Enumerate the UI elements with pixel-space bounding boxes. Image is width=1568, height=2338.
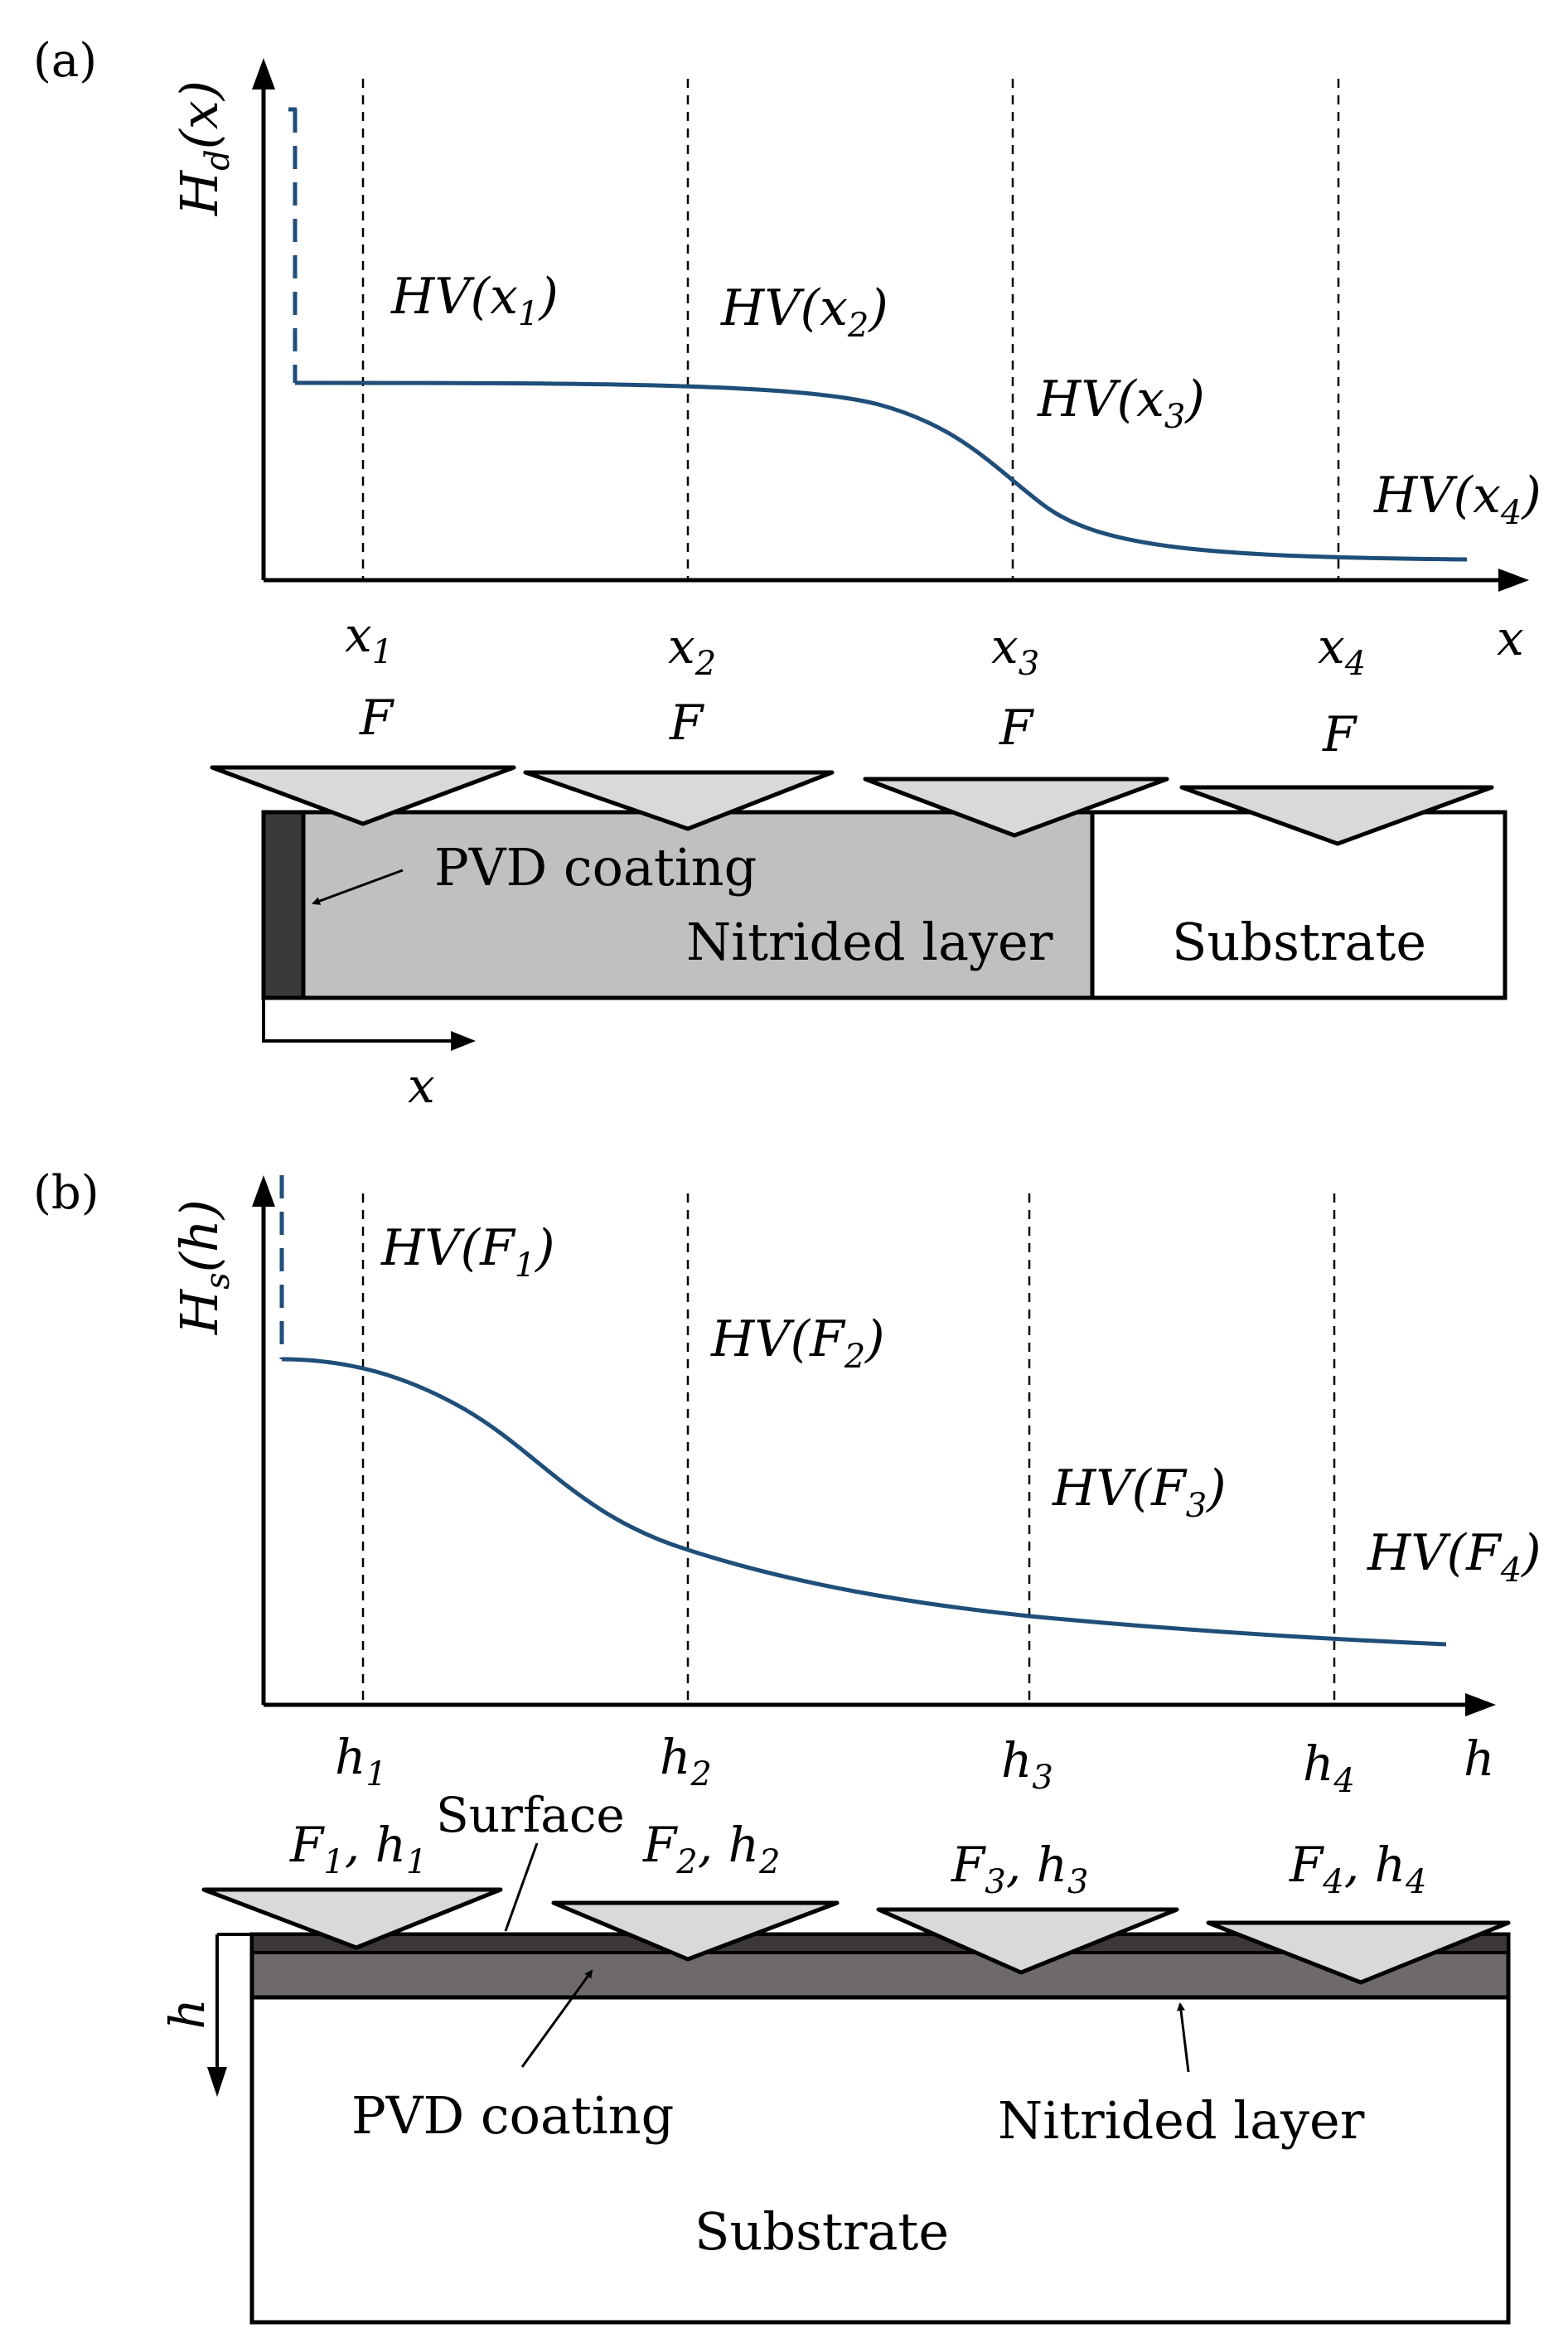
panel-b-tick-2: h2 [660,1729,712,1793]
panel-a-label: (a) [33,34,97,88]
panel-b-depth-label: h [159,1998,215,2029]
svg-text:Hs(h): Hs(h) [169,1199,237,1335]
panel-b-load-2: F2, h2 [642,1817,780,1881]
panel-a: (a) Hd(x) HV(x1) HV(x2) HV(x3) HV(x4) x1… [33,34,1541,1114]
panel-b-surface-pointer [504,1842,539,1932]
panel-a-x-arrowhead [1498,569,1529,592]
panel-a-x-axis-label: x [1497,610,1524,666]
panel-b-tick-4: h4 [1303,1735,1355,1800]
panel-b-hardness-curve [281,1357,1447,1647]
panel-a-hv-1: HV(x1) [390,268,559,333]
panel-b-indenter-4 [1206,1920,1511,1985]
panel-a-coating-pointer [312,869,404,905]
panel-b-pvd-coating [250,1933,1510,1954]
panel-b-label: (b) [33,1166,99,1220]
panel-a-tick-3: x3 [991,618,1039,683]
panel-a-coating-label: PVD coating [434,837,757,898]
panel-a-pvd-coating [261,810,306,1000]
panel-b-tick-3: h3 [1001,1732,1053,1797]
panel-b-coating-label: PVD coating [351,2085,674,2146]
panel-a-indenter-3 [863,777,1169,838]
panel-b-tick-1: h1 [335,1729,387,1793]
panel-b-load-3: F3, h3 [951,1837,1088,1901]
panel-a-nitrided-label: Nitrided layer [686,912,1053,972]
svg-text:Hd(x): Hd(x) [169,80,237,216]
panel-a-hv-2: HV(x2) [720,279,888,345]
panel-b-nitrided-pointer [1177,2002,1190,2073]
panel-b-hv-3: HV(F3) [1052,1459,1227,1525]
panel-a-tick-4: x4 [1318,618,1366,683]
panel-b-surface-label: Surface [436,1787,625,1843]
panel-a-indenter-2 [523,770,835,831]
panel-a-tick-2: x2 [668,618,716,683]
panel-b-depth-arrowhead [207,2067,227,2097]
panel-a-hv-4: HV(x4) [1373,467,1541,532]
panel-a-indenter-4 [1179,785,1494,846]
panel-a-force-1: F [359,690,394,746]
panel-a-origin-label: x [408,1058,435,1114]
panel-a-force-3: F [999,699,1034,756]
panel-b-indenter-3 [876,1907,1179,1975]
panel-b-hv-2: HV(F2) [710,1310,885,1376]
panel-b-nitrided-label: Nitrided layer [998,2090,1365,2151]
panel-a-force-2: F [669,695,704,751]
panel-a-origin-arrowhead [451,1031,476,1051]
panel-b-y-arrowhead [252,1175,275,1207]
panel-b-substrate-label: Substrate [694,2201,949,2262]
panel-a-hardness-curve [294,380,1468,562]
panel-b-x-arrowhead [1465,1693,1496,1716]
panel-b-indenter-2 [551,1900,840,1962]
panel-b-load-1: F1, h1 [289,1817,427,1881]
panel-a-indenter-1 [210,765,516,826]
panel-a-hv-3: HV(x3) [1037,370,1205,436]
panel-a-nitrided-layer [261,810,1095,1000]
panel-b-indenter-1 [201,1887,503,1950]
panel-a-y-axis-label: Hd(x) [169,80,237,216]
panel-b-y-axis-label: Hs(h) [169,1199,237,1335]
panel-b-hv-4: HV(F4) [1367,1524,1541,1590]
panel-a-force-4: F [1322,706,1357,762]
panel-b: (b) Hs(h) HV(F1) HV(F2) HV(F3) HV(F4) h1… [33,1166,1541,2325]
panel-b-load-4: F4, h4 [1289,1837,1426,1901]
panel-b-coating-pointer [520,1969,593,2068]
panel-b-depth-label-group: h [159,1998,215,2029]
panel-b-x-axis-label: h [1464,1731,1494,1787]
panel-a-y-arrowhead [252,58,275,90]
panel-a-tick-1: x1 [345,607,393,671]
panel-b-hv-1: HV(F1) [380,1219,555,1285]
panel-a-substrate-label: Substrate [1172,912,1426,972]
